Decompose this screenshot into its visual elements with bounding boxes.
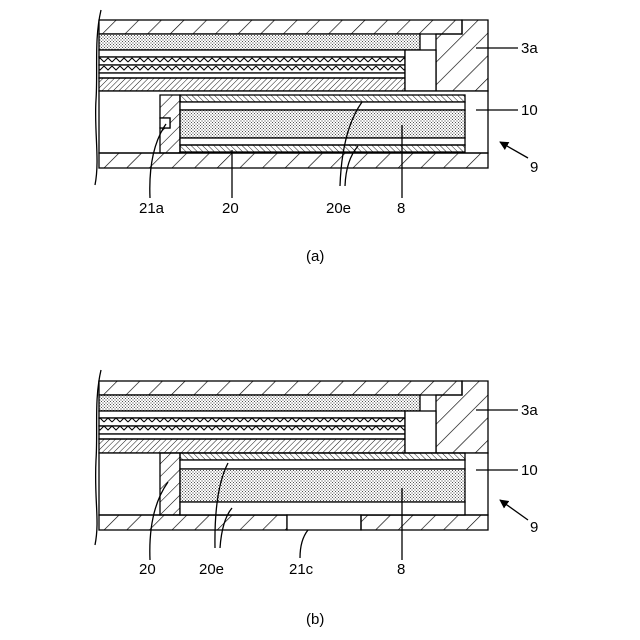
thin-layer-1 (99, 411, 405, 418)
label-20: 20 (222, 200, 239, 217)
label-3a: 3a (521, 40, 538, 57)
light-guide-20 (160, 453, 180, 515)
chevron-layer-1 (99, 57, 405, 65)
label-20e: 20e (326, 200, 351, 217)
figure-a: 3a 10 9 21a 20 20e 8 (a) (95, 10, 538, 265)
dotted-layer (99, 395, 420, 411)
chevron-layer-1 (99, 418, 405, 426)
sheet-top (180, 102, 465, 110)
gap-block (405, 50, 436, 91)
dotted-layer (99, 34, 420, 50)
film-20e-bottom (180, 145, 465, 152)
leader-21c (300, 530, 308, 558)
chevron-layer-2 (99, 426, 405, 434)
caption-a: (a) (306, 248, 324, 265)
core-8 (180, 110, 465, 138)
cover-plate (99, 381, 462, 395)
bottom-plate-right (361, 515, 488, 530)
label-8: 8 (397, 200, 405, 217)
label-9: 9 (530, 519, 538, 536)
sheet-top (180, 460, 465, 469)
label-20: 20 (139, 561, 156, 578)
chevron-layer-2 (99, 65, 405, 73)
bottom-plate (99, 153, 488, 168)
label-10: 10 (521, 462, 538, 479)
label-21a: 21a (139, 200, 165, 217)
arrow-9 (500, 500, 528, 520)
sheet-bottom (180, 502, 465, 515)
film-20e-top (180, 453, 465, 460)
sheet-bottom (180, 138, 465, 145)
opening-21c (287, 515, 361, 530)
label-21c: 21c (289, 561, 314, 578)
label-10: 10 (521, 102, 538, 119)
thin-layer-2 (99, 73, 405, 78)
caption-b: (b) (306, 611, 324, 628)
label-20e: 20e (199, 561, 224, 578)
cover-plate (99, 20, 462, 34)
figure-b: 3a 10 9 20 20e 21c 8 (b) (95, 370, 538, 628)
thin-layer-1 (99, 50, 405, 57)
dense-hatch-layer (99, 439, 405, 453)
arrow-9 (500, 142, 528, 158)
label-8: 8 (397, 561, 405, 578)
thin-layer-2 (99, 434, 405, 439)
film-20e-top (180, 95, 465, 102)
label-3a: 3a (521, 402, 538, 419)
bottom-plate-left (99, 515, 287, 530)
dense-hatch-layer (99, 78, 405, 91)
gap-block (405, 411, 436, 453)
label-9: 9 (530, 159, 538, 176)
